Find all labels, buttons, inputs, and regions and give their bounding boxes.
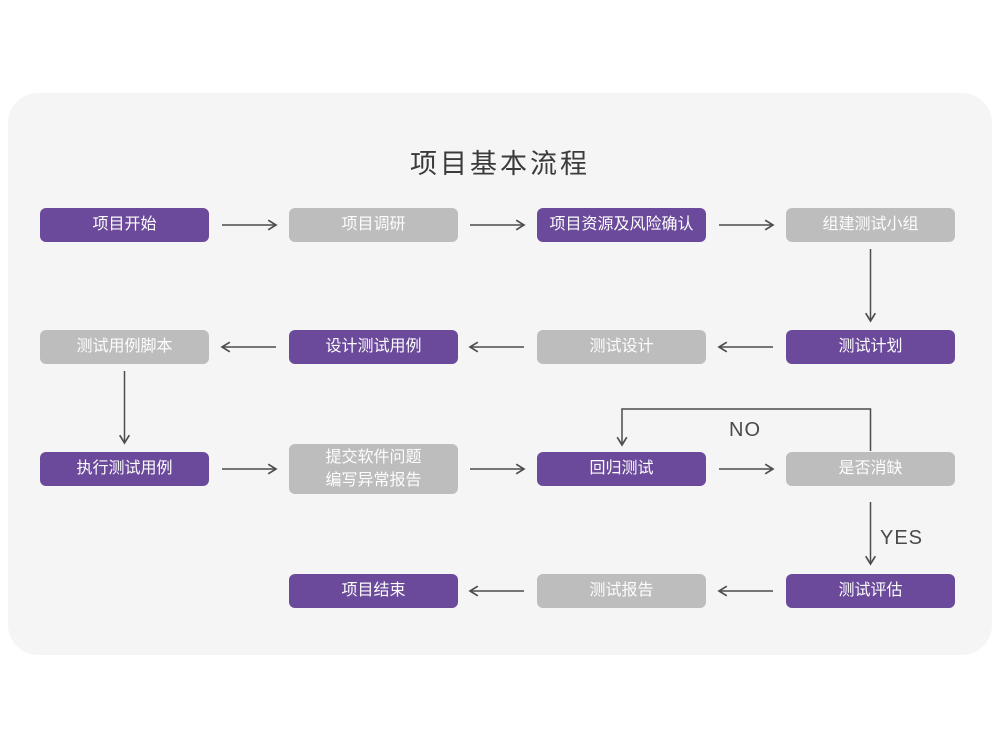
flow-edge-defect-no-to-regression [616, 408, 872, 451]
flow-node-regression-test: 回归测试 [537, 452, 706, 486]
flow-node-submit-issue-report: 提交软件问题编写异常报告 [289, 444, 458, 494]
flow-node-label: 项目资源及风险确认 [549, 216, 694, 234]
flow-node-project-end: 项目结束 [289, 574, 458, 608]
flow-node-label: 项目调研 [341, 216, 406, 234]
flow-node-build-test-team: 组建测试小组 [786, 208, 955, 242]
flow-node-label: 项目开始 [92, 216, 157, 234]
flow-node-test-plan: 测试计划 [786, 330, 955, 364]
flow-node-label: 设计测试用例 [325, 338, 422, 356]
flow-node-test-report: 测试报告 [537, 574, 706, 608]
flow-node-label: 测试用例脚本 [76, 338, 173, 356]
edge-label-yes: YES [880, 527, 923, 549]
flow-node-label: 编写异常报告 [325, 472, 422, 489]
flow-node-label: 测试计划 [838, 338, 903, 356]
flow-node-project-research: 项目调研 [289, 208, 458, 242]
flow-node-label: 项目结束 [341, 582, 406, 600]
flow-node-test-design: 测试设计 [537, 330, 706, 364]
flowchart-card [8, 93, 992, 655]
page-title: 项目基本流程 [410, 149, 590, 179]
flow-node-label: 是否消缺 [838, 460, 903, 478]
flow-node-label: 测试评估 [838, 582, 903, 600]
flow-node-design-test-case: 设计测试用例 [289, 330, 458, 364]
flow-node-execute-test-case: 执行测试用例 [40, 452, 209, 486]
flow-node-project-start: 项目开始 [40, 208, 209, 242]
flow-node-label: 提交软件问题 [325, 448, 422, 466]
flow-node-test-case-script: 测试用例脚本 [40, 330, 209, 364]
flow-node-defect-cleared: 是否消缺 [786, 452, 955, 486]
edge-label-no: NO [729, 419, 761, 441]
flow-node-label: 组建测试小组 [822, 216, 919, 234]
flow-node-label: 测试报告 [589, 582, 654, 600]
flow-node-label: 执行测试用例 [76, 460, 173, 478]
flow-node-test-evaluation: 测试评估 [786, 574, 955, 608]
flow-node-label: 测试设计 [589, 338, 654, 356]
flow-node-resource-risk-confirm: 项目资源及风险确认 [537, 208, 706, 242]
flow-node-label: 回归测试 [589, 460, 654, 478]
